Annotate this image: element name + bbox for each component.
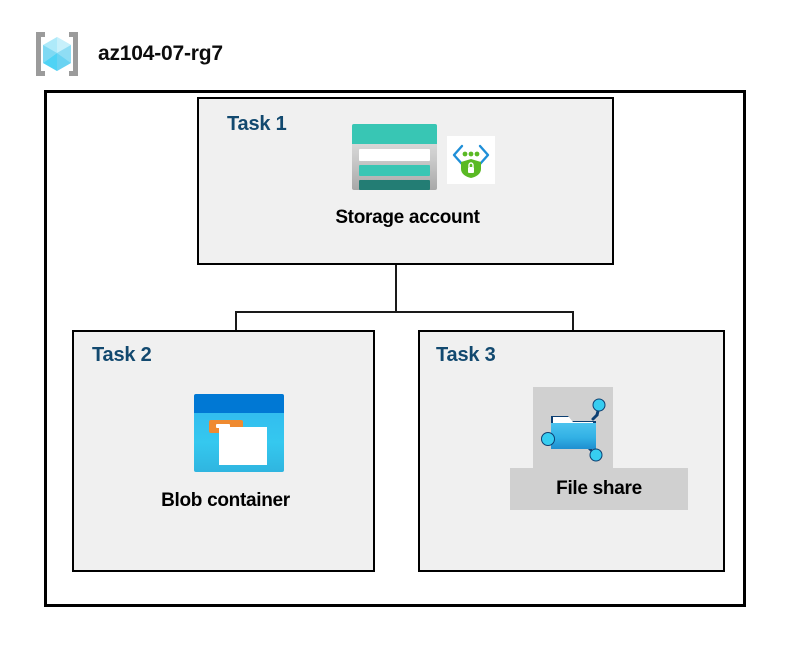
storage-account-label: Storage account <box>335 207 480 228</box>
task-3-label: Task 3 <box>436 344 496 366</box>
file-share-label-highlight <box>510 468 688 510</box>
task-1-box[interactable]: Task 1 Storage account <box>197 97 614 265</box>
task-1-label: Task 1 <box>227 113 287 135</box>
resource-group-header: az104-07-rg7 <box>30 28 223 80</box>
resource-group-title: az104-07-rg7 <box>98 42 223 65</box>
connector-trunk <box>395 265 397 313</box>
file-share-icon[interactable] <box>541 393 611 463</box>
blob-container-icon[interactable] <box>194 394 284 472</box>
blob-container-label: Blob container <box>161 490 290 511</box>
task-2-box[interactable]: Task 2 Blob container <box>72 330 375 572</box>
resource-group-icon <box>30 28 84 80</box>
task-2-label: Task 2 <box>92 344 152 366</box>
secure-endpoint-icon[interactable] <box>447 136 495 184</box>
file-share-label: File share <box>556 478 642 499</box>
storage-account-icon[interactable] <box>352 124 437 190</box>
connector-bus <box>235 311 574 313</box>
